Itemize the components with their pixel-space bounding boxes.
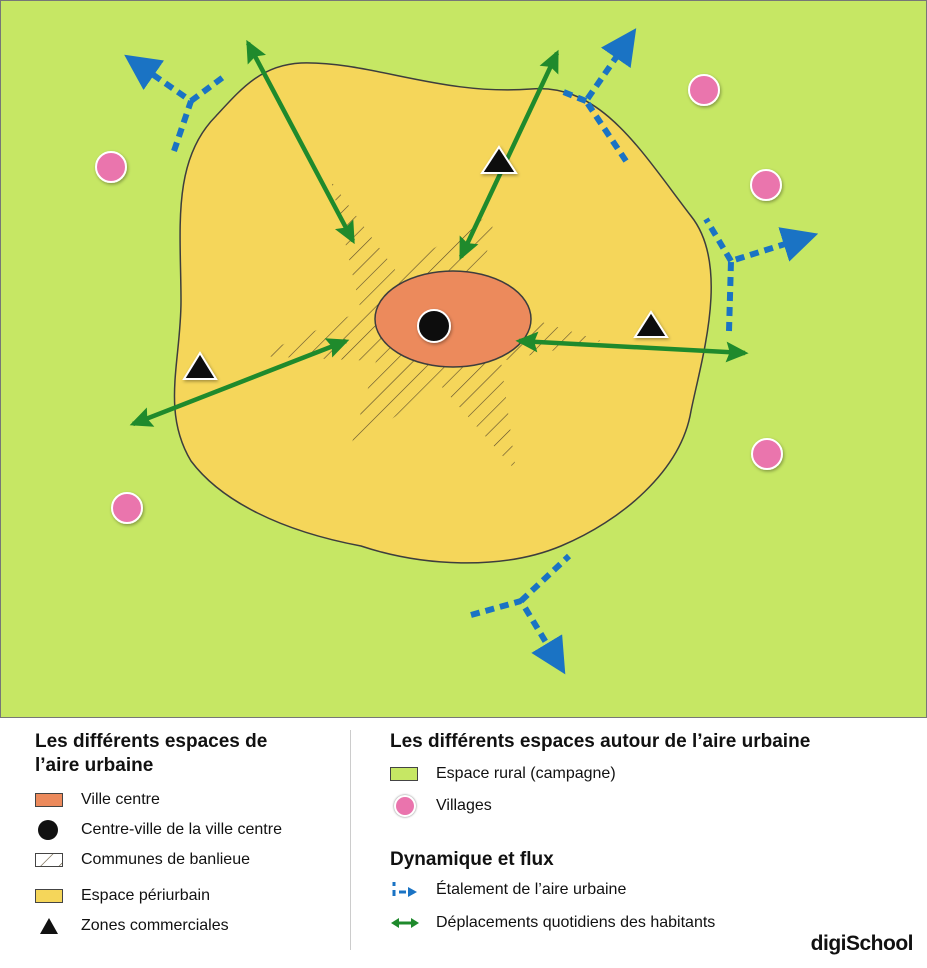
double-arrow-icon xyxy=(391,918,419,928)
hatch-swatch xyxy=(35,853,63,867)
legend-label: Étalement de l’aire urbaine xyxy=(436,881,627,898)
legend-label: Centre-ville de la ville centre xyxy=(81,821,282,838)
village-marker xyxy=(95,151,127,183)
village-markers xyxy=(95,74,783,524)
legend-item-commute: Déplacements quotidiens des habitants xyxy=(390,911,715,935)
village-swatch xyxy=(394,795,416,817)
commercial-zone-marker xyxy=(480,145,518,174)
legend-label: Zones commerciales xyxy=(81,917,229,934)
legend-item-commercial: Zones commerciales xyxy=(35,914,229,938)
legend: Les différents espaces de l’aire urbaine… xyxy=(0,718,927,968)
legend-label: Déplacements quotidiens des habitants xyxy=(436,914,716,931)
commute-arrows xyxy=(129,39,749,427)
legend-label: Communes de banlieue xyxy=(81,851,250,868)
periurban-swatch xyxy=(35,889,63,903)
commute-arrow-west xyxy=(129,338,350,427)
commute-arrow-northeast xyxy=(458,49,560,261)
legend-item-spread: Étalement de l’aire urbaine xyxy=(390,878,626,902)
spread-arrow-ne-branch xyxy=(559,88,588,104)
commercial-zone-marker xyxy=(182,351,218,380)
city-center-swatch xyxy=(35,793,63,807)
village-marker xyxy=(751,438,783,470)
legend-heading-flux: Dynamique et flux xyxy=(390,849,554,870)
city-center-area xyxy=(374,270,532,368)
commute-arrow-north xyxy=(246,39,355,245)
commercial-zone-marker xyxy=(633,310,669,338)
spread-arrow-e xyxy=(726,227,819,332)
spread-arrow-e-branch xyxy=(703,217,734,263)
downtown-marker xyxy=(417,309,451,343)
legend-heading-urban: Les différents espaces de l’aire urbaine xyxy=(35,731,268,776)
legend-item-suburbs: Communes de banlieue xyxy=(35,848,250,872)
spread-arrow-s-branch xyxy=(518,553,572,604)
downtown-swatch xyxy=(38,820,58,840)
legend-heading-surroundings: Les différents espaces autour de l’aire … xyxy=(390,731,811,752)
spread-arrow-nw xyxy=(124,54,195,152)
legend-item-rural: Espace rural (campagne) xyxy=(390,762,616,786)
legend-label: Espace périurbain xyxy=(81,887,210,904)
village-marker xyxy=(688,74,720,106)
legend-item-downtown: Centre-ville de la ville centre xyxy=(35,818,282,842)
village-marker xyxy=(111,492,143,524)
triangle-icon xyxy=(40,918,58,934)
urban-spread-arrows xyxy=(124,28,819,675)
brand-logo: digiSchool xyxy=(810,932,914,955)
legend-item-city-center: Ville centre xyxy=(35,788,160,812)
map-canvas xyxy=(95,28,819,675)
commute-arrow-east xyxy=(515,331,749,363)
legend-item-periurban: Espace périurbain xyxy=(35,884,210,908)
legend-label: Ville centre xyxy=(81,791,160,808)
spread-arrow-s xyxy=(470,597,566,675)
legend-item-villages: Villages xyxy=(390,794,492,818)
legend-divider xyxy=(350,730,351,950)
commercial-zone-markers xyxy=(182,145,669,380)
map-area xyxy=(0,0,927,718)
legend-label: Espace rural (campagne) xyxy=(436,765,616,782)
rural-swatch xyxy=(390,767,418,781)
spread-arrow-nw-branch xyxy=(189,72,228,104)
dashed-arrow-icon xyxy=(392,882,417,897)
legend-label: Villages xyxy=(436,797,492,814)
village-marker xyxy=(750,169,782,201)
